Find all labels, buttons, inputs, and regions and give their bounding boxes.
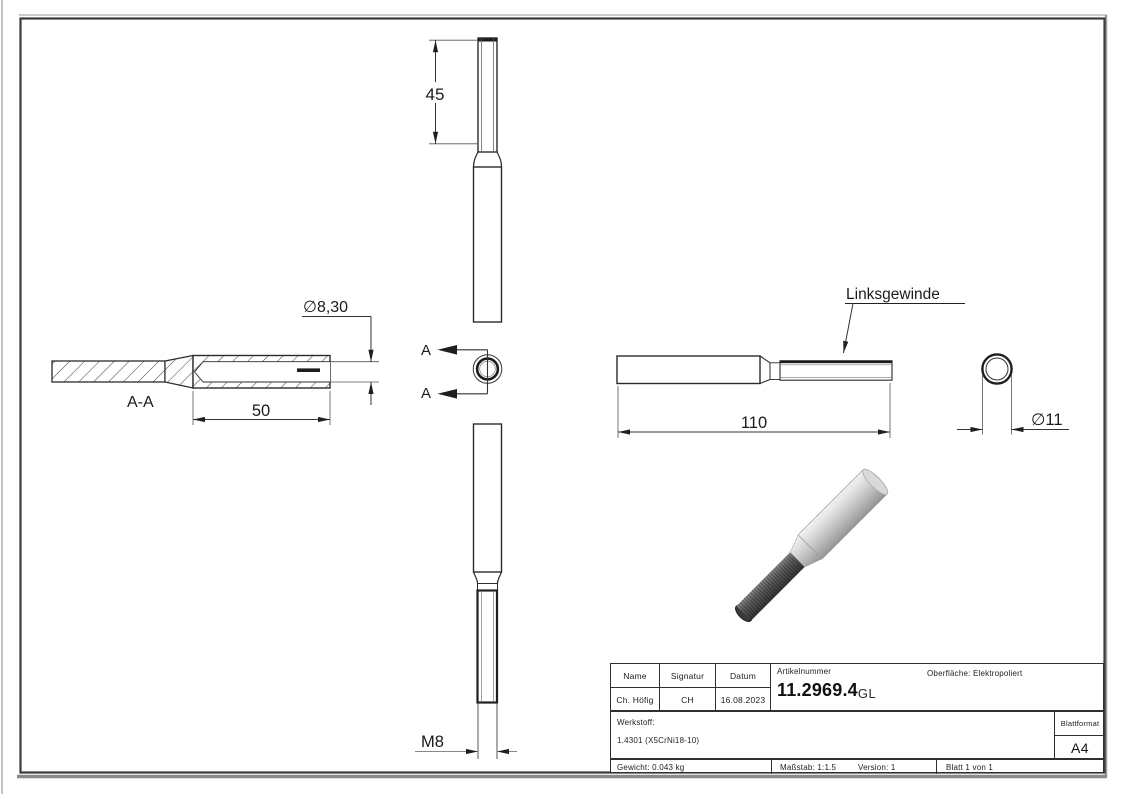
view-front-lower: [472, 423, 503, 704]
cut-letter-top: A: [421, 342, 431, 359]
scale-value: Maßstab: 1:1.5: [780, 762, 837, 772]
sheet-format-value: A4: [1070, 739, 1090, 756]
view-section-aa: [51, 354, 331, 389]
scale-cell: Maßstab: 1:1.5 Version: 1: [771, 759, 936, 774]
view-front-upper: [472, 37, 503, 323]
dimension-50: 50: [192, 391, 331, 425]
divider: [611, 709, 1103, 712]
sheet-number-cell: Blatt 1 von 1: [936, 759, 1105, 774]
section-aa-label: A-A: [127, 394, 154, 411]
material-cell: Werkstoff: 1.4301 (X5CrNi18-10): [611, 711, 1054, 759]
version-value: Version: 1: [858, 762, 896, 772]
material-value: 1.4301 (X5CrNi18-10): [617, 736, 700, 745]
dim-m8-label: M8: [421, 733, 444, 751]
header-signature: Signatur: [660, 664, 716, 688]
value-signature: CH: [660, 688, 716, 711]
sheet-format-cell: Blattformat A4: [1054, 711, 1105, 759]
divider: [1055, 735, 1105, 736]
view-side: [616, 355, 893, 385]
sheet-number-value: Blatt 1 von 1: [946, 762, 994, 772]
material-label: Werkstoff:: [617, 718, 655, 727]
weight-value: Gewicht: 0.043 kg: [617, 762, 685, 772]
dim-110-label: 110: [741, 414, 767, 432]
article-number-label: Artikelnummer: [777, 667, 832, 676]
thread-note-label: Linksgewinde: [846, 286, 940, 303]
dim-dia11-label: ∅11: [1031, 411, 1063, 429]
weight-cell: Gewicht: 0.043 kg: [611, 760, 771, 775]
sheet-format-label: Blattformat: [1060, 718, 1100, 728]
surface-finish-label: Oberfläche: Elektropoliert: [927, 669, 1023, 678]
annotation-linksgewinde: Linksgewinde: [843, 286, 965, 354]
header-date: Datum: [716, 664, 771, 688]
cut-plane-symbols: A A: [421, 342, 503, 402]
value-name: Ch. Höfig: [611, 688, 660, 711]
article-number-suffix: GL: [857, 686, 877, 701]
header-name: Name: [611, 664, 660, 688]
article-cell: Artikelnummer Oberfläche: Elektropoliert…: [771, 664, 1105, 711]
value-date: 16.08.2023: [716, 688, 771, 711]
dimension-110: 110: [617, 383, 891, 438]
dimension-m8: M8: [415, 703, 517, 759]
view-end: ∅11: [957, 353, 1069, 435]
title-block: Name Signatur Datum Ch. Höfig CH 16.08.2…: [610, 663, 1105, 775]
dim-45-label: 45: [426, 85, 445, 104]
render-3d: [735, 468, 889, 622]
body-end-face: [862, 468, 889, 495]
dimension-bore-830: ∅8,30: [302, 299, 379, 405]
article-number: 11.2969.4GL: [777, 680, 877, 701]
dimension-45: 45: [421, 39, 477, 145]
cut-letter-bottom: A: [421, 385, 431, 402]
divider: [611, 758, 1103, 760]
dim-bore-label: ∅8,30: [303, 299, 348, 316]
dim-50-label: 50: [252, 402, 270, 420]
